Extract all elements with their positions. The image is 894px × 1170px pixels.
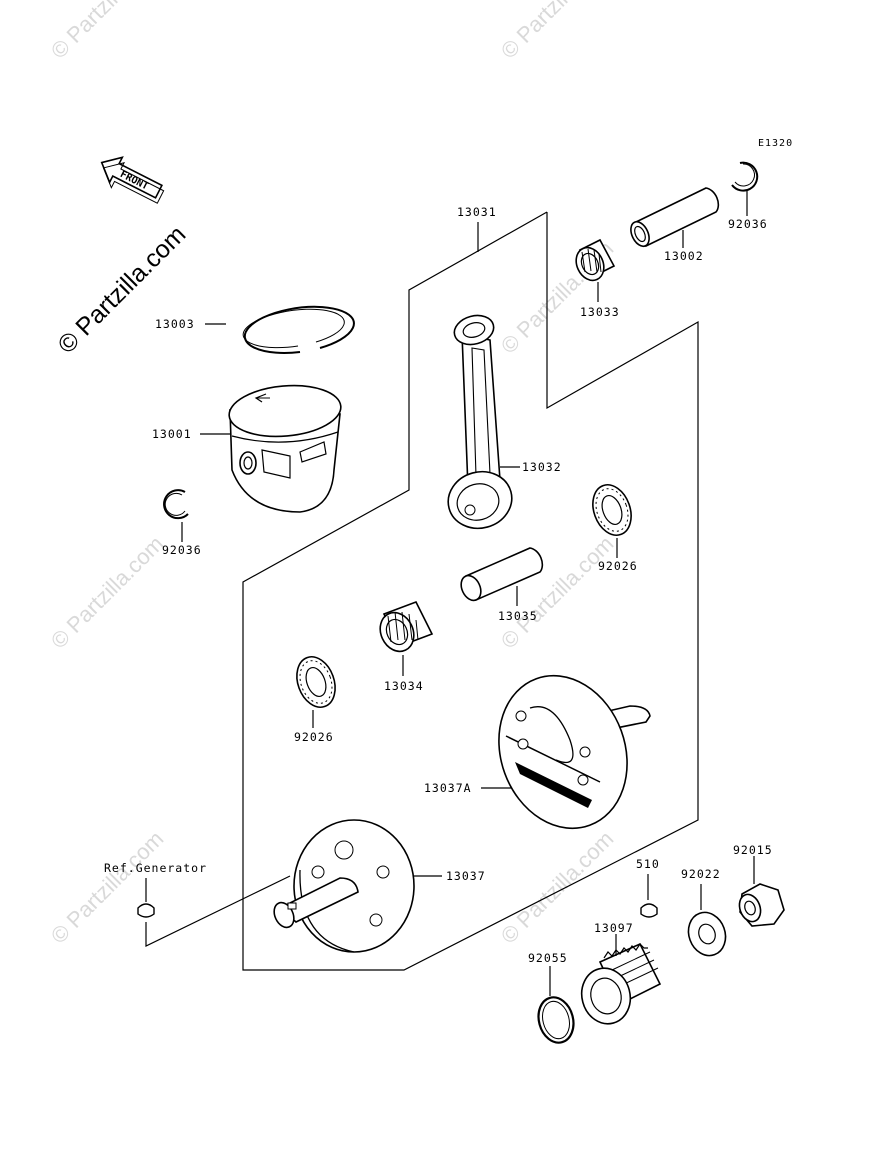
part-label-13035[interactable]: 13035 <box>498 609 538 623</box>
part-label-13031[interactable]: 13031 <box>457 205 497 219</box>
crankshaft-half-icon <box>498 674 651 830</box>
part-label-13037[interactable]: 13037 <box>446 869 486 883</box>
circlip-icon <box>163 489 189 520</box>
part-label-92036[interactable]: 92036 <box>162 543 202 557</box>
watermark-main: © Partzilla.com <box>52 220 191 359</box>
washer-icon <box>687 911 727 957</box>
piston-ring-icon <box>242 305 355 354</box>
part-label-13037A[interactable]: 13037A <box>424 781 472 795</box>
thrust-washer-icon <box>296 656 336 708</box>
part-label-92015[interactable]: 92015 <box>733 843 773 857</box>
nut-icon <box>738 883 785 927</box>
woodruff-key-icon <box>137 903 155 918</box>
part-label-13003[interactable]: 13003 <box>155 317 195 331</box>
front-arrow-icon: FRONT <box>100 156 165 204</box>
part-label-92022[interactable]: 92022 <box>681 867 721 881</box>
watermark: © Partzilla.com <box>496 531 619 654</box>
part-label-510[interactable]: 510 <box>636 857 660 871</box>
part-label-13002[interactable]: 13002 <box>664 249 704 263</box>
needle-bearing-icon <box>575 238 616 282</box>
piston-icon <box>228 384 342 513</box>
gear-icon <box>580 942 662 1025</box>
part-label-13033[interactable]: 13033 <box>580 305 620 319</box>
watermark: © Partzilla.com <box>46 531 169 654</box>
part-label-92026[interactable]: 92026 <box>598 559 638 573</box>
watermark: © Partzilla.com <box>496 0 619 64</box>
ref-generator-label[interactable]: Ref.Generator <box>104 861 207 875</box>
assembly-outline <box>242 211 699 971</box>
woodruff-key-icon <box>640 903 658 918</box>
part-label-92026[interactable]: 92026 <box>294 730 334 744</box>
o-ring-icon <box>537 996 575 1044</box>
circlip-icon <box>731 161 759 192</box>
part-label-13001[interactable]: 13001 <box>152 427 192 441</box>
thrust-washer-icon <box>592 484 632 536</box>
needle-bearing-icon <box>379 600 434 653</box>
part-label-92055[interactable]: 92055 <box>528 951 568 965</box>
piston-pin-icon <box>630 187 720 248</box>
leader-generator-shaft <box>145 875 291 947</box>
part-label-92036[interactable]: 92036 <box>728 217 768 231</box>
diagram-code: E1320 <box>758 138 793 149</box>
part-label-13032[interactable]: 13032 <box>522 460 562 474</box>
crank-pin-icon <box>460 547 544 602</box>
connecting-rod-icon <box>447 314 513 530</box>
watermark: © Partzilla.com <box>46 0 169 64</box>
part-label-13034[interactable]: 13034 <box>384 679 424 693</box>
part-label-13097[interactable]: 13097 <box>594 921 634 935</box>
watermark: © Partzilla.com <box>46 826 169 949</box>
crankshaft-half-icon <box>273 819 415 953</box>
